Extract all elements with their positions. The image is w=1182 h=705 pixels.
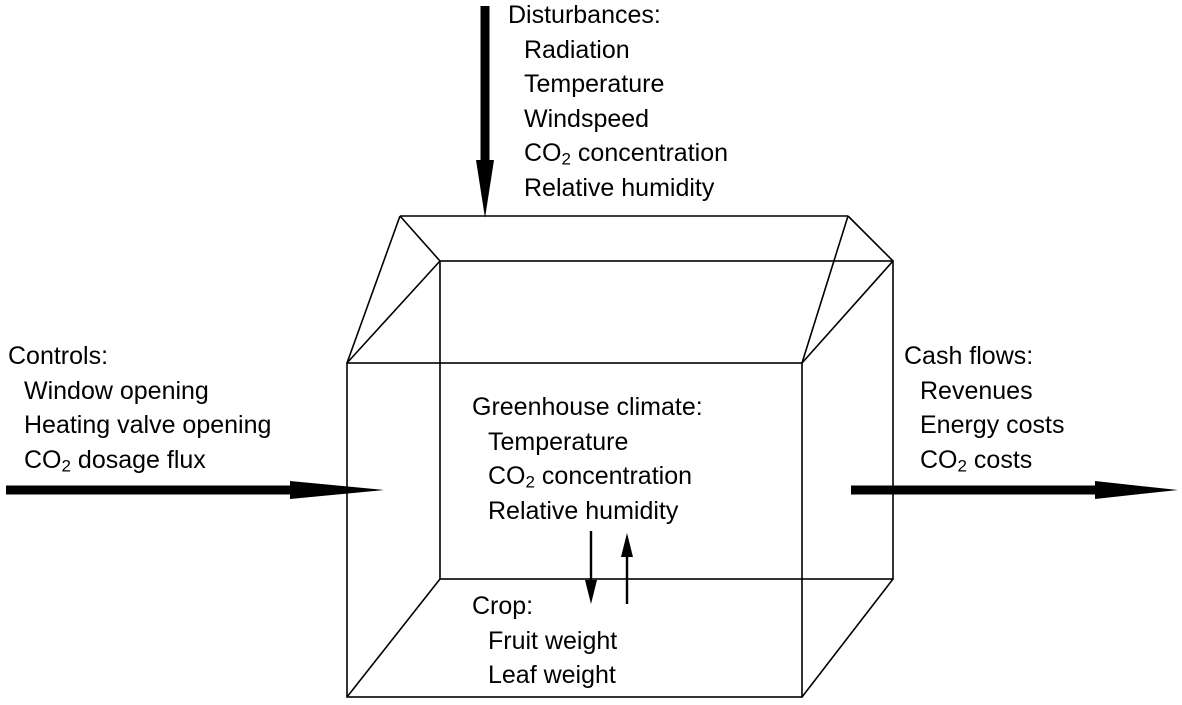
cash-flow-item: CO2 costs — [920, 445, 1033, 476]
box-back-face — [439, 260, 894, 580]
greenhouse-climate-heading: Greenhouse climate: — [472, 393, 703, 421]
box-front-face — [346, 362, 803, 698]
crop-heading: Crop: — [472, 592, 534, 620]
disturbance-item: Temperature — [524, 70, 665, 98]
controls-heading: Controls: — [8, 342, 109, 370]
cash-flows-label: Cash flows: Revenues Energy costs CO2 co… — [904, 339, 1065, 477]
crop-item: Fruit weight — [488, 626, 618, 655]
disturbances-label: Disturbances: Radiation Temperature Wind… — [508, 0, 728, 205]
roof-front-right-edge — [801, 215, 849, 364]
crop-label: Crop: Fruit weight Leaf weight — [472, 589, 617, 693]
climate-to-crop-arrow — [585, 531, 597, 604]
edge-top-left — [346, 260, 441, 364]
control-item: Heating valve opening — [24, 411, 272, 439]
crop-to-climate-arrow — [621, 533, 633, 604]
climate-item: Relative humidity — [488, 496, 679, 525]
disturbance-item: Radiation — [524, 35, 630, 64]
roof-back-right-edge — [847, 215, 894, 262]
disturbances-heading: Disturbances: — [508, 1, 661, 29]
roof-back-left-edge — [399, 215, 441, 262]
controls-label: Controls: Window opening Heating valve o… — [8, 339, 271, 477]
roof-front-left-edge — [346, 215, 401, 364]
climate-item: CO2 concentration — [488, 462, 693, 492]
crop-item: Leaf weight — [488, 661, 616, 689]
edge-top-right — [801, 260, 894, 364]
cash-flow-item: Revenues — [920, 376, 1033, 405]
cash-flows-heading: Cash flows: — [904, 342, 1034, 370]
climate-item: Temperature — [488, 427, 629, 456]
edge-bottom-right — [801, 578, 894, 698]
cash-flow-item: Energy costs — [920, 411, 1065, 439]
edge-bottom-left — [346, 578, 441, 698]
disturbance-item: Windspeed — [524, 104, 650, 133]
greenhouse-climate-label: Greenhouse climate: Temperature CO2 conc… — [472, 390, 703, 528]
disturbance-item: Relative humidity — [524, 173, 715, 202]
cash-flows-arrow — [851, 481, 1178, 499]
disturbances-arrow — [476, 6, 494, 218]
disturbance-item: CO2 concentration — [524, 139, 729, 169]
control-item: Window opening — [24, 376, 209, 405]
greenhouse-box — [346, 215, 894, 698]
control-item: CO2 dosage flux — [24, 445, 206, 476]
controls-arrow — [6, 481, 384, 499]
